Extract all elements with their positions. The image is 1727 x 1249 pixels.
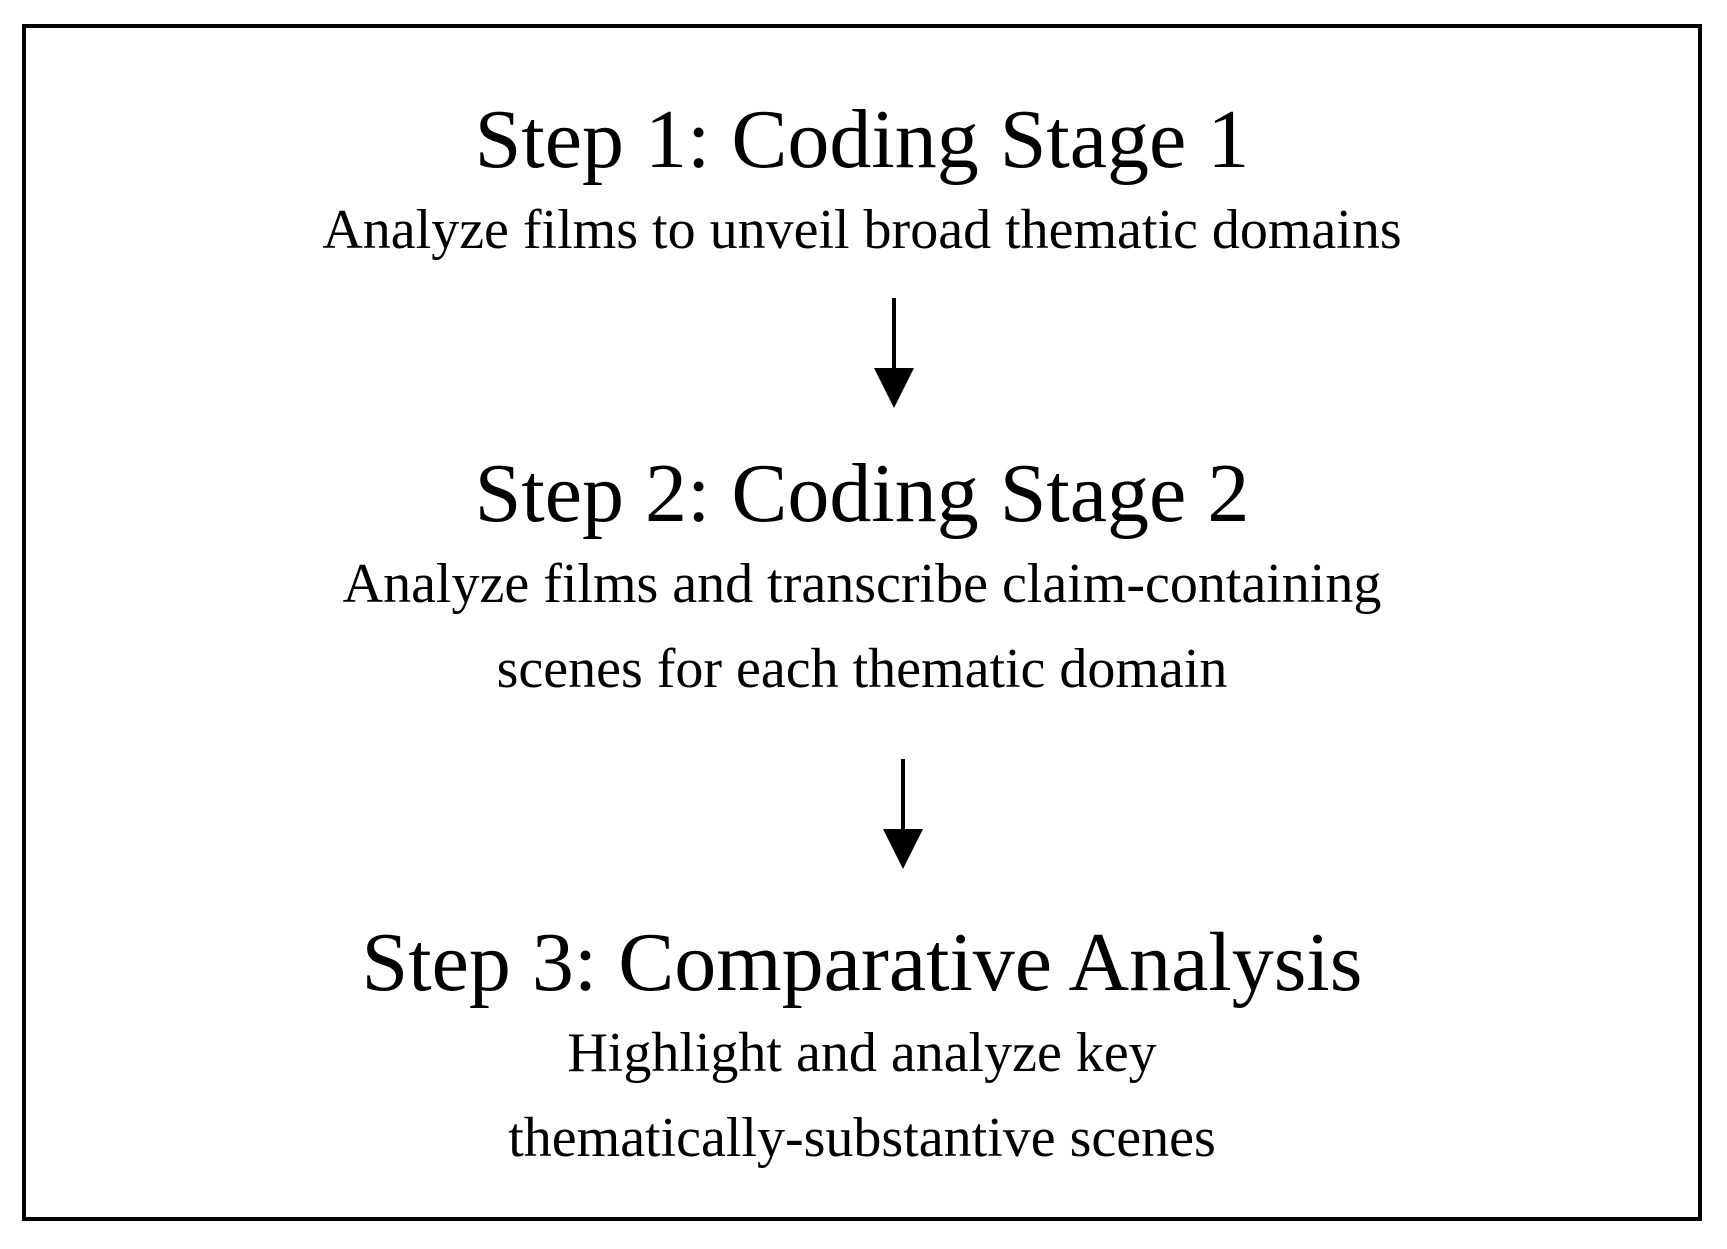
step-1-description-line: Analyze films to unveil broad thematic d… [322,199,1402,261]
step-2-title: Step 2: Coding Stage 2 [474,447,1250,540]
step-3-description: Highlight and analyze key thematically-s… [26,1011,1698,1181]
down-arrow-icon [874,298,914,408]
step-3-description-line: thematically-substantive scenes [508,1107,1216,1169]
step-3-box: Step 3: Comparative Analysis Highlight a… [26,915,1698,1181]
flowchart-frame: Step 1: Coding Stage 1 Analyze films to … [22,24,1702,1221]
step-1-box: Step 1: Coding Stage 1 Analyze films to … [26,92,1698,273]
step-1-description: Analyze films to unveil broad thematic d… [26,188,1698,273]
step-2-description-line: Analyze films and transcribe claim-conta… [342,553,1382,615]
step-2-box: Step 2: Coding Stage 2 Analyze films and… [26,446,1698,712]
step-1-title: Step 1: Coding Stage 1 [474,93,1250,186]
step-3-description-line: Highlight and analyze key [567,1022,1157,1084]
step-2-description: Analyze films and transcribe claim-conta… [26,542,1698,712]
step-2-description-line: scenes for each thematic domain [496,638,1228,700]
down-arrow-icon [883,759,923,869]
step-3-title: Step 3: Comparative Analysis [361,916,1363,1009]
